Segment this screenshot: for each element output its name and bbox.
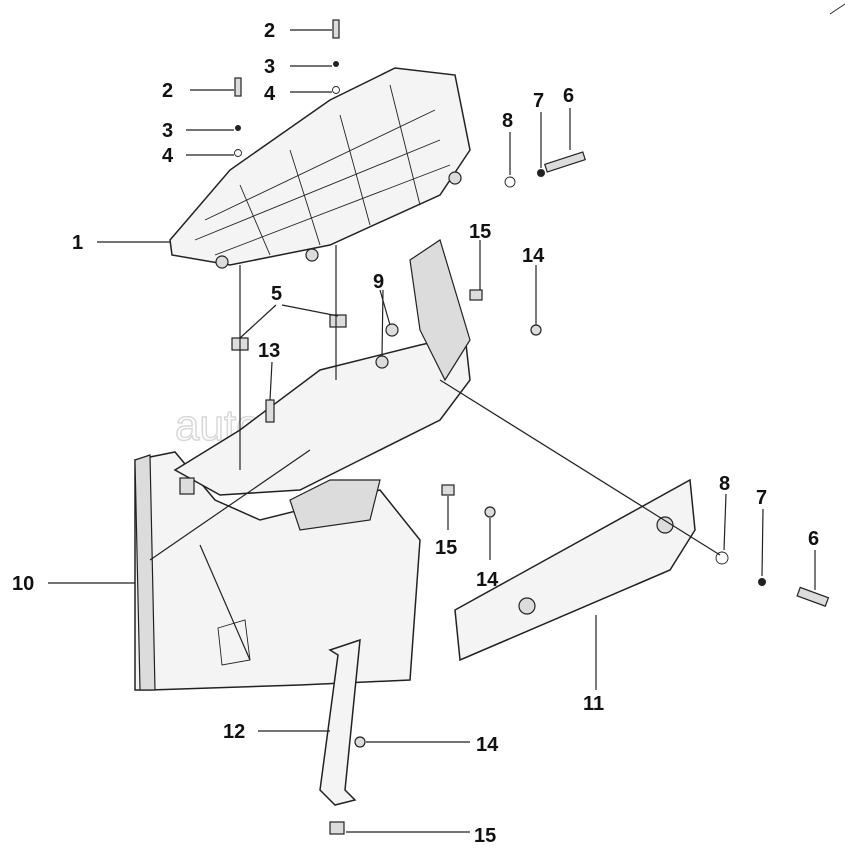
callout-3: 3 (162, 120, 173, 142)
callout-13: 13 (258, 340, 280, 362)
clip (179, 477, 195, 495)
callout-7: 7 (756, 487, 767, 509)
part-13-screw (265, 399, 275, 423)
part-1-step-tread (169, 67, 471, 266)
callout-2: 2 (264, 20, 275, 42)
callout-4: 4 (264, 83, 276, 105)
part-6-bolt (796, 586, 830, 607)
panel-hole (656, 516, 674, 534)
part-14-nut (484, 506, 496, 518)
part-5-clip (329, 314, 347, 328)
callout-3: 3 (264, 56, 275, 78)
callout-12: 12 (223, 721, 245, 743)
callout-1: 1 (72, 232, 83, 254)
callout-14: 14 (476, 734, 499, 756)
callout-2: 2 (162, 80, 173, 102)
step-housing (173, 334, 471, 496)
callout-10: 10 (12, 573, 34, 595)
callout-14: 14 (522, 245, 545, 267)
part-9-nut (375, 355, 389, 369)
part-4-washer (234, 149, 242, 157)
part-2-bolt (332, 19, 340, 39)
part-10-edge (134, 454, 156, 691)
step-tread-grid (194, 84, 451, 256)
callout-8: 8 (502, 110, 513, 132)
callout-5: 5 (271, 283, 282, 305)
callout-6: 6 (808, 528, 819, 550)
callout-6: 6 (563, 85, 574, 107)
part-7-washer (537, 169, 545, 177)
step-housing-pocket (289, 479, 381, 531)
part-3-washer (235, 125, 241, 131)
part-6-bolt (543, 151, 587, 173)
step-boss (305, 248, 319, 262)
callout-15: 15 (435, 537, 457, 559)
part-15-clip (441, 484, 455, 496)
leader-lines (48, 29, 816, 833)
callout-9: 9 (373, 271, 384, 293)
callout-7: 7 (533, 90, 544, 112)
callout-15: 15 (469, 221, 491, 243)
callout-4: 4 (162, 145, 174, 167)
callout-14: 14 (476, 569, 499, 591)
part-12-bracket (319, 638, 361, 806)
part-14-nut (530, 324, 542, 336)
part-8-washer (715, 551, 729, 565)
callout-15: 15 (474, 825, 496, 847)
part-4-washer (332, 86, 340, 94)
part-15-clip (469, 289, 483, 301)
panel-hole (518, 597, 536, 615)
step-housing-upright (409, 239, 471, 382)
part-9-nut (385, 323, 399, 337)
callout-11: 11 (583, 693, 604, 715)
part-11-trim-panel (454, 478, 696, 662)
part-3-washer (333, 61, 339, 67)
part-15-clip (329, 821, 345, 835)
part-8-washer (504, 176, 516, 188)
step-boss (215, 255, 229, 269)
step-boss (448, 171, 462, 185)
part-2-bolt (234, 77, 242, 97)
part-7-washer (758, 578, 766, 586)
callout-8: 8 (719, 473, 730, 495)
corner-line (829, 3, 846, 15)
part-14-nut (354, 736, 366, 748)
